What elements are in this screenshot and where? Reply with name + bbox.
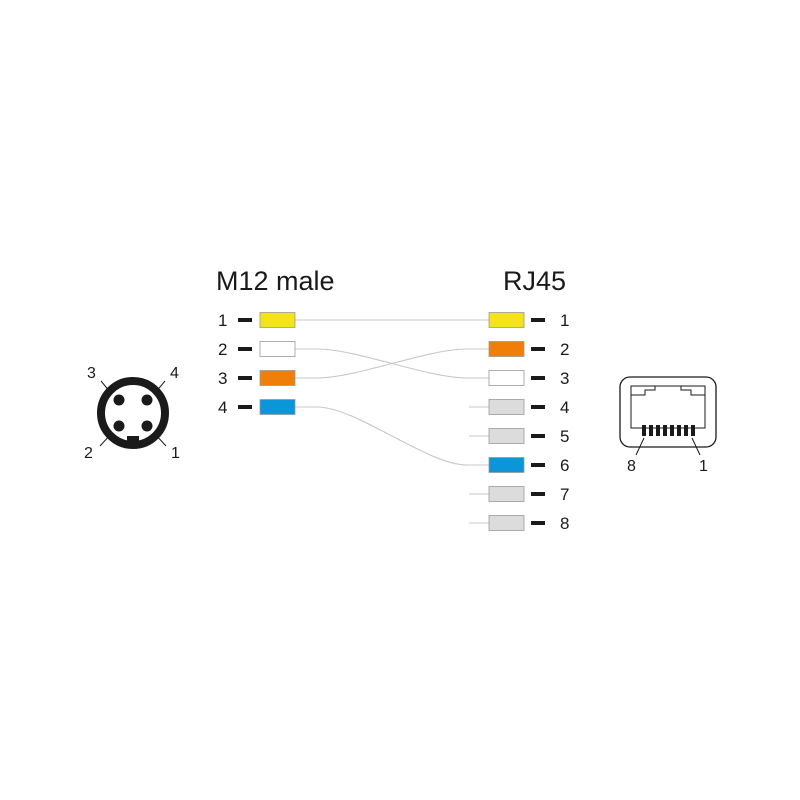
m12-title: M12 male [216, 266, 335, 296]
rj45-wire-sleeve [488, 399, 525, 415]
rj45-pin-dash [531, 492, 545, 496]
rj45-wire-sleeve [488, 341, 525, 357]
rj45-contact [684, 425, 688, 436]
m12-shell [97, 377, 169, 449]
rj45-pin-label: 5 [560, 427, 569, 446]
m12-face-label-4: 4 [170, 365, 179, 382]
rj45-pin-dash [531, 463, 545, 467]
m12-pin-4-dot [141, 394, 153, 406]
rj45-pin-dash [531, 521, 545, 525]
rj45-wire-sleeve [488, 457, 525, 473]
rj45-contact [670, 425, 674, 436]
wire-connection [295, 406, 489, 466]
m12-pin-dash [238, 318, 252, 322]
rj45-connector-icon: 8 1 [619, 376, 717, 475]
m12-pin-2-dot [113, 420, 125, 432]
rj45-contact [663, 425, 667, 436]
rj45-wire-sleeve [488, 312, 525, 328]
m12-wire-sleeve [259, 341, 296, 357]
m12-wire-sleeve [259, 370, 296, 386]
m12-wire-sleeve [259, 399, 296, 415]
m12-face-label-3: 3 [87, 365, 96, 382]
rj45-pin-label: 1 [560, 311, 569, 330]
m12-pin-label: 4 [218, 398, 227, 417]
rj45-pin-dash [531, 347, 545, 351]
m12-pin-3-dot [113, 394, 125, 406]
m12-pin-dash [238, 347, 252, 351]
rj45-pin-label: 6 [560, 456, 569, 475]
rj45-pin-dash [531, 434, 545, 438]
rj45-contact [691, 425, 695, 436]
m12-pin-dash [238, 405, 252, 409]
rj45-pin-label: 7 [560, 485, 569, 504]
rj45-wire-sleeve [488, 486, 525, 502]
rj45-leader-8 [635, 437, 645, 456]
m12-pin-label: 1 [218, 311, 227, 330]
wire-connection [295, 348, 489, 379]
m12-face-label-1: 1 [171, 445, 180, 462]
rj45-contact [656, 425, 660, 436]
wires-layer [295, 319, 489, 466]
rj45-pin-label: 4 [560, 398, 569, 417]
rj45-pin-dash [531, 405, 545, 409]
m12-pin-label: 2 [218, 340, 227, 359]
rj45-pin-label: 8 [560, 514, 569, 533]
m12-pin-label: 3 [218, 369, 227, 388]
rj45-leader-1 [691, 437, 701, 456]
rj45-pin-dash [531, 376, 545, 380]
rj45-wire-sleeve [488, 428, 525, 444]
rj45-contacts [642, 425, 695, 436]
rj45-housing [619, 376, 717, 448]
rj45-contact [677, 425, 681, 436]
m12-pin-dash [238, 376, 252, 380]
rj45-wire-sleeve [488, 515, 525, 531]
rj45-contact [649, 425, 653, 436]
rj45-face-label-8: 8 [627, 458, 636, 475]
m12-wire-sleeve [259, 312, 296, 328]
rj45-title: RJ45 [503, 266, 566, 296]
rj45-latch-outline [630, 385, 706, 428]
m12-key [127, 436, 139, 444]
rj45-pin-list: 1 2 3 4 5 6 7 8 [469, 311, 569, 533]
rj45-face-label-1: 1 [699, 458, 708, 475]
rj45-contact [642, 425, 646, 436]
rj45-pin-label: 3 [560, 369, 569, 388]
m12-pin-list: 1 2 3 4 [218, 311, 296, 417]
rj45-wire-sleeve [488, 370, 525, 386]
rj45-pin-dash [531, 318, 545, 322]
m12-pin-1-dot [141, 420, 153, 432]
m12-connector-icon: 3 4 2 1 [84, 365, 180, 462]
m12-face-label-2: 2 [84, 445, 93, 462]
rj45-pin-label: 2 [560, 340, 569, 359]
